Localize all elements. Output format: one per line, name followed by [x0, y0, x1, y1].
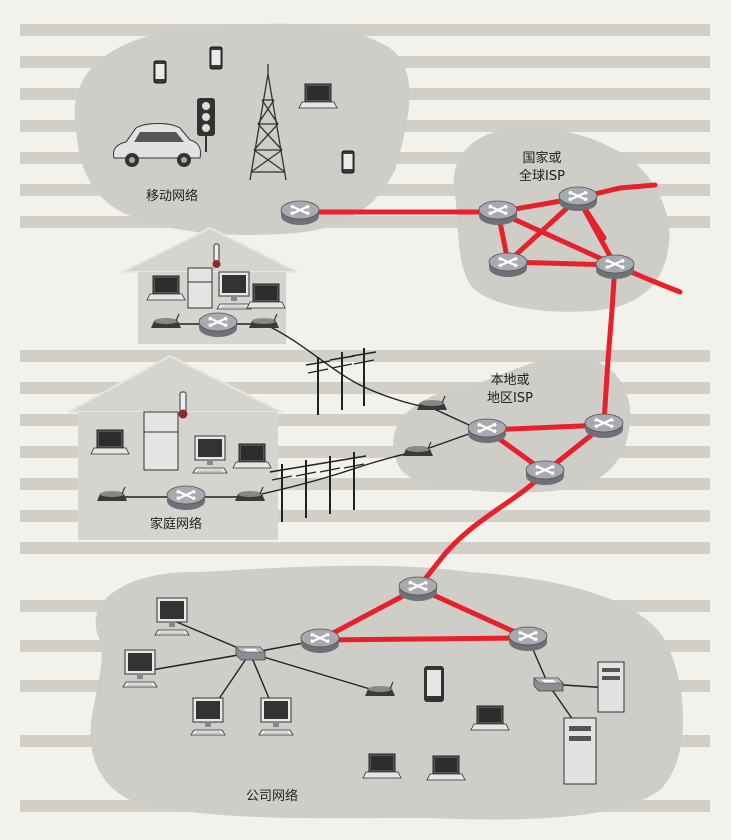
local-isp-label-line1: 本地或 [490, 373, 529, 388]
national-isp-label-line2: 全球ISP [519, 168, 565, 184]
router-icon [397, 575, 439, 603]
switch-icon [235, 646, 266, 661]
switch-icon [533, 677, 564, 692]
router-icon [487, 251, 529, 279]
smartphone-icon [209, 46, 223, 70]
laptop-icon [362, 753, 402, 779]
router-icon [557, 185, 599, 213]
enterprise-network-label: 公司网络 [246, 788, 298, 804]
thermometer-icon [212, 243, 221, 268]
router-icon [507, 625, 549, 653]
refrigerator-icon [143, 411, 179, 471]
cell-tower-icon [249, 64, 287, 181]
mobile-network-cloud [74, 23, 410, 235]
laptop-icon [470, 705, 510, 731]
server-icon [597, 661, 625, 713]
laptop-icon [90, 429, 130, 455]
router-icon [299, 627, 341, 655]
wired-links [112, 323, 611, 731]
laptop-icon [232, 443, 272, 469]
server-icon [563, 717, 597, 785]
laptop-icon [426, 755, 466, 781]
router-icon [583, 412, 625, 440]
thermometer-icon [178, 391, 188, 419]
national-isp-label-line1: 国家或 [522, 150, 561, 166]
mobile-network-label: 移动网络 [146, 188, 198, 204]
traffic-light-icon [197, 98, 215, 152]
tablet-icon [424, 666, 444, 702]
router-icon [279, 199, 321, 227]
router-icon [594, 253, 636, 281]
router-icon [165, 484, 207, 512]
router-icon [477, 199, 519, 227]
router-icon [197, 311, 239, 339]
smartphone-icon [341, 150, 355, 174]
local-isp-label-line2: 地区ISP [487, 391, 533, 406]
laptop-icon [146, 275, 186, 301]
router-icon [524, 459, 566, 487]
laptop-icon [298, 83, 338, 109]
smartphone-icon [153, 60, 167, 84]
home-network-label: 家庭网络 [150, 516, 202, 532]
car-icon [113, 123, 201, 167]
laptop-icon [246, 283, 286, 309]
refrigerator-icon [187, 267, 213, 309]
local-isp-cloud [393, 356, 631, 493]
router-icon [466, 417, 508, 445]
